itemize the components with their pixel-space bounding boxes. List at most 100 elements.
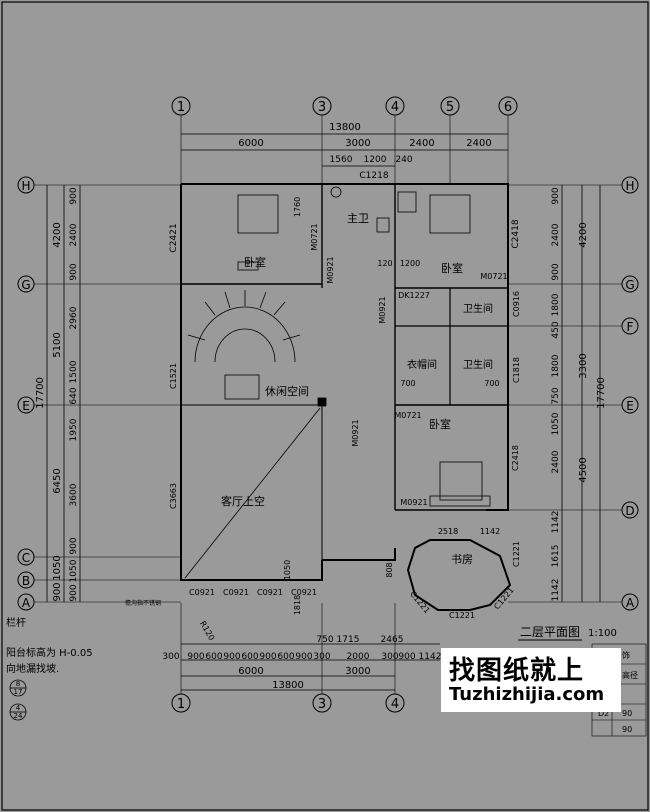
dim-text: 2400 xyxy=(69,223,79,246)
dim-text: 1715 xyxy=(337,635,360,645)
note-line: 阳台标高为 H-0.05 xyxy=(6,646,93,659)
watermark-chinese: 找图纸就上 xyxy=(449,656,585,686)
dim-text: R120 xyxy=(198,619,216,642)
void-diagonal xyxy=(184,407,321,579)
axis-label: 5 xyxy=(446,100,454,115)
dim-text: 120 xyxy=(377,259,392,268)
door-tag: M0921 xyxy=(351,419,360,446)
detail-ref-sheet: 17 xyxy=(14,688,23,696)
wardrobe xyxy=(429,495,491,507)
dim-text: 900 xyxy=(295,652,312,662)
bottom-axis-bubbles xyxy=(171,693,405,713)
dim-text: 1050 xyxy=(52,555,63,580)
window-tag: C2418 xyxy=(511,219,521,248)
room-label-lounge: 休闲空间 xyxy=(265,384,309,398)
dim-text: 1142 xyxy=(480,527,500,536)
axis-label: H xyxy=(625,179,634,193)
dim-total-left: 17700 xyxy=(35,377,46,409)
stair-tread xyxy=(273,301,286,316)
table-text: D2 xyxy=(598,709,609,718)
detail-ref-sheet: 24 xyxy=(14,712,23,720)
dim-text: 5100 xyxy=(52,332,63,357)
drawing-scale: 1:100 xyxy=(588,628,617,639)
dim-text: 3600 xyxy=(69,483,79,506)
axis-label: H xyxy=(21,179,30,193)
dim-text: 4500 xyxy=(578,457,589,482)
dim-text: 2400 xyxy=(551,223,561,246)
room-label-bath-1: 卫生间 xyxy=(463,302,493,315)
window-tag: C2418 xyxy=(511,445,520,471)
dim-text: 600 xyxy=(241,652,258,662)
dim-text: 1800 xyxy=(551,354,561,377)
window-tag: C1818 xyxy=(512,357,521,383)
dim-text: 900 xyxy=(551,263,561,280)
dim-text: 2960 xyxy=(69,306,79,329)
axis-label: 4 xyxy=(391,100,399,115)
door-tag: M0721 xyxy=(310,223,319,250)
top-axis-bubbles xyxy=(171,96,518,116)
dim-text: 900 xyxy=(398,652,415,662)
dim-text: 600 xyxy=(205,652,222,662)
dim-text: 300 xyxy=(162,652,179,662)
dim-text: 450 xyxy=(551,321,561,338)
dim-text: 3000 xyxy=(345,666,370,677)
tv-cabinet xyxy=(237,261,259,271)
dim-text: 300 xyxy=(313,652,330,662)
door-tag: M0921 xyxy=(378,296,387,323)
axis-label: F xyxy=(627,320,634,334)
watermark-url: Tuzhizhijia.com xyxy=(449,684,605,705)
dim-text: 1560 xyxy=(330,155,353,165)
dim-text: 240 xyxy=(395,155,412,165)
dim-text: 1142 xyxy=(551,579,561,602)
dim-text: 3000 xyxy=(345,138,370,149)
dim-text: 700 xyxy=(400,379,415,388)
grid-lines xyxy=(34,115,622,694)
table-text: 饰 xyxy=(622,650,630,660)
table-text: 90 xyxy=(622,725,632,734)
table-text: 90 xyxy=(622,709,632,718)
dim-total-top: 13800 xyxy=(329,122,361,133)
axis-label: 3 xyxy=(318,100,326,115)
note-line: 向地漏找坡. xyxy=(6,662,59,675)
dim-text: 3300 xyxy=(578,353,589,378)
axis-label: 6 xyxy=(504,100,512,115)
window-tag: C1521 xyxy=(169,363,178,389)
dim-total-right: 17700 xyxy=(596,377,607,409)
axis-label: B xyxy=(22,574,30,588)
axis-label: E xyxy=(22,399,30,413)
dim-text: 900 xyxy=(551,187,561,204)
dim-text: 2000 xyxy=(347,652,370,662)
dim-text: 700 xyxy=(484,379,499,388)
dim-text: 6000 xyxy=(238,666,263,677)
dim-text: 1050 xyxy=(69,559,79,582)
detail-ref-number: 4 xyxy=(16,704,21,712)
dim-text: 1200 xyxy=(400,259,420,268)
door-tag: DK1227 xyxy=(398,291,430,300)
dim-text: 6450 xyxy=(52,468,63,493)
walls xyxy=(180,183,512,611)
column xyxy=(317,397,327,407)
axis-label: 1 xyxy=(177,100,185,115)
dim-text: 900 xyxy=(69,187,79,204)
axis-label: 1 xyxy=(177,697,185,712)
dim-text: 600 xyxy=(277,652,294,662)
balcony-note: 檐沟指不锈钢 xyxy=(125,599,161,607)
room-label-study: 书房 xyxy=(451,553,473,566)
door-tag: M0721 xyxy=(480,272,507,281)
note-line: 栏杆 xyxy=(6,616,26,629)
dim-text: 1818 xyxy=(293,595,302,615)
dim-text: 750 xyxy=(316,635,333,645)
shower xyxy=(397,191,417,213)
dim-text: 6000 xyxy=(238,138,263,149)
window-tag: C1221 xyxy=(449,611,475,620)
dim-text: 900 xyxy=(69,584,79,601)
row-axis-bubbles xyxy=(17,176,639,611)
door-tag: M0921 xyxy=(326,256,335,283)
room-label-bedroom-3: 卧室 xyxy=(429,417,451,431)
dim-text: 1050 xyxy=(283,560,292,580)
window-tag: C0921 xyxy=(257,588,283,597)
exterior-wall xyxy=(322,548,396,561)
furniture xyxy=(237,186,491,507)
